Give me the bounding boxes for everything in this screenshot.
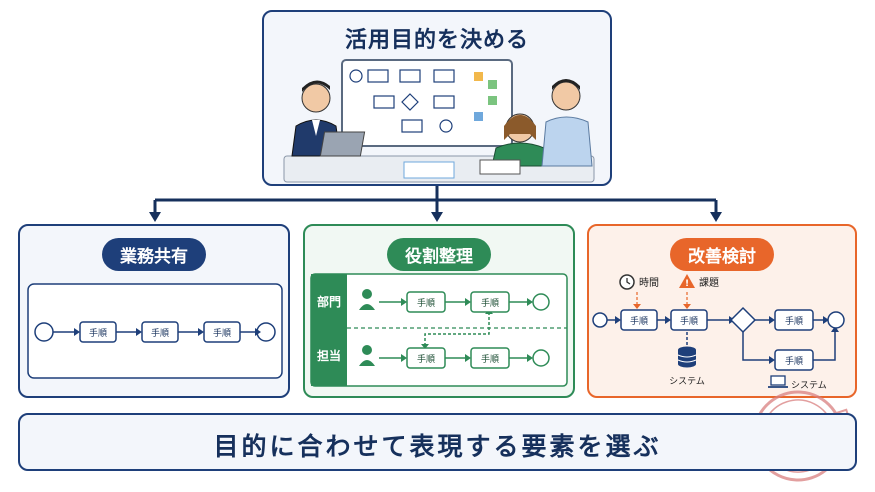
svg-text:システム: システム [669, 376, 705, 387]
improve-flow: 時間 ! 課題 手順 手順 [592, 274, 845, 391]
share-flow: 手順 手順 手順 [27, 283, 283, 379]
panel-share: 業務共有 手順 手順 手順 [18, 224, 290, 398]
share-step-1: 手順 [79, 321, 117, 343]
panel-roles: 役割整理 部門 担当 手順手順 手順手順 [303, 224, 575, 398]
svg-text:手順: 手順 [481, 353, 499, 365]
lane-department: 部門 [317, 294, 341, 309]
svg-text:手順: 手順 [481, 297, 499, 309]
improve-title: 改善検討 [670, 238, 774, 271]
improve-start [592, 312, 608, 328]
connector-lines [149, 186, 722, 222]
conclusion-box: 目的に合わせて表現する要素を選ぶ [18, 413, 857, 471]
meeting-illustration [283, 59, 595, 183]
share-step-3: 手順 [203, 321, 241, 343]
lane-staff: 担当 [317, 348, 341, 363]
svg-text:手順: 手順 [417, 353, 435, 365]
share-title: 業務共有 [102, 238, 206, 271]
conclusion-text: 目的に合わせて表現する要素を選ぶ [213, 432, 662, 461]
roles-title: 役割整理 [387, 238, 491, 271]
svg-text:!: ! [685, 279, 689, 289]
svg-text:手順: 手順 [785, 315, 803, 327]
svg-text:手順: 手順 [630, 315, 648, 327]
share-step-2: 手順 [141, 321, 179, 343]
svg-text:手順: 手順 [213, 327, 231, 339]
roles-swimlane: 部門 担当 手順手順 手順手順 [310, 273, 568, 387]
decision-diamond [729, 306, 757, 334]
purpose-box: 活用目的を決める [262, 10, 612, 186]
laptop-icon [768, 375, 788, 388]
share-start [34, 322, 54, 342]
warning-icon: ! [679, 274, 695, 289]
improve-end [827, 311, 845, 329]
database-icon [677, 346, 697, 368]
svg-text:手順: 手順 [89, 327, 107, 339]
svg-text:手順: 手順 [680, 315, 698, 327]
svg-text:課題: 課題 [699, 276, 719, 289]
purpose-title: 活用目的を決める [344, 28, 529, 53]
svg-text:システム: システム [791, 380, 827, 391]
svg-text:手順: 手順 [151, 327, 169, 339]
svg-text:手順: 手順 [417, 297, 435, 309]
svg-text:時間: 時間 [639, 277, 659, 289]
svg-text:手順: 手順 [785, 355, 803, 367]
clock-icon [619, 274, 635, 290]
panel-improve: 改善検討 時間 ! 課題 [587, 224, 857, 398]
